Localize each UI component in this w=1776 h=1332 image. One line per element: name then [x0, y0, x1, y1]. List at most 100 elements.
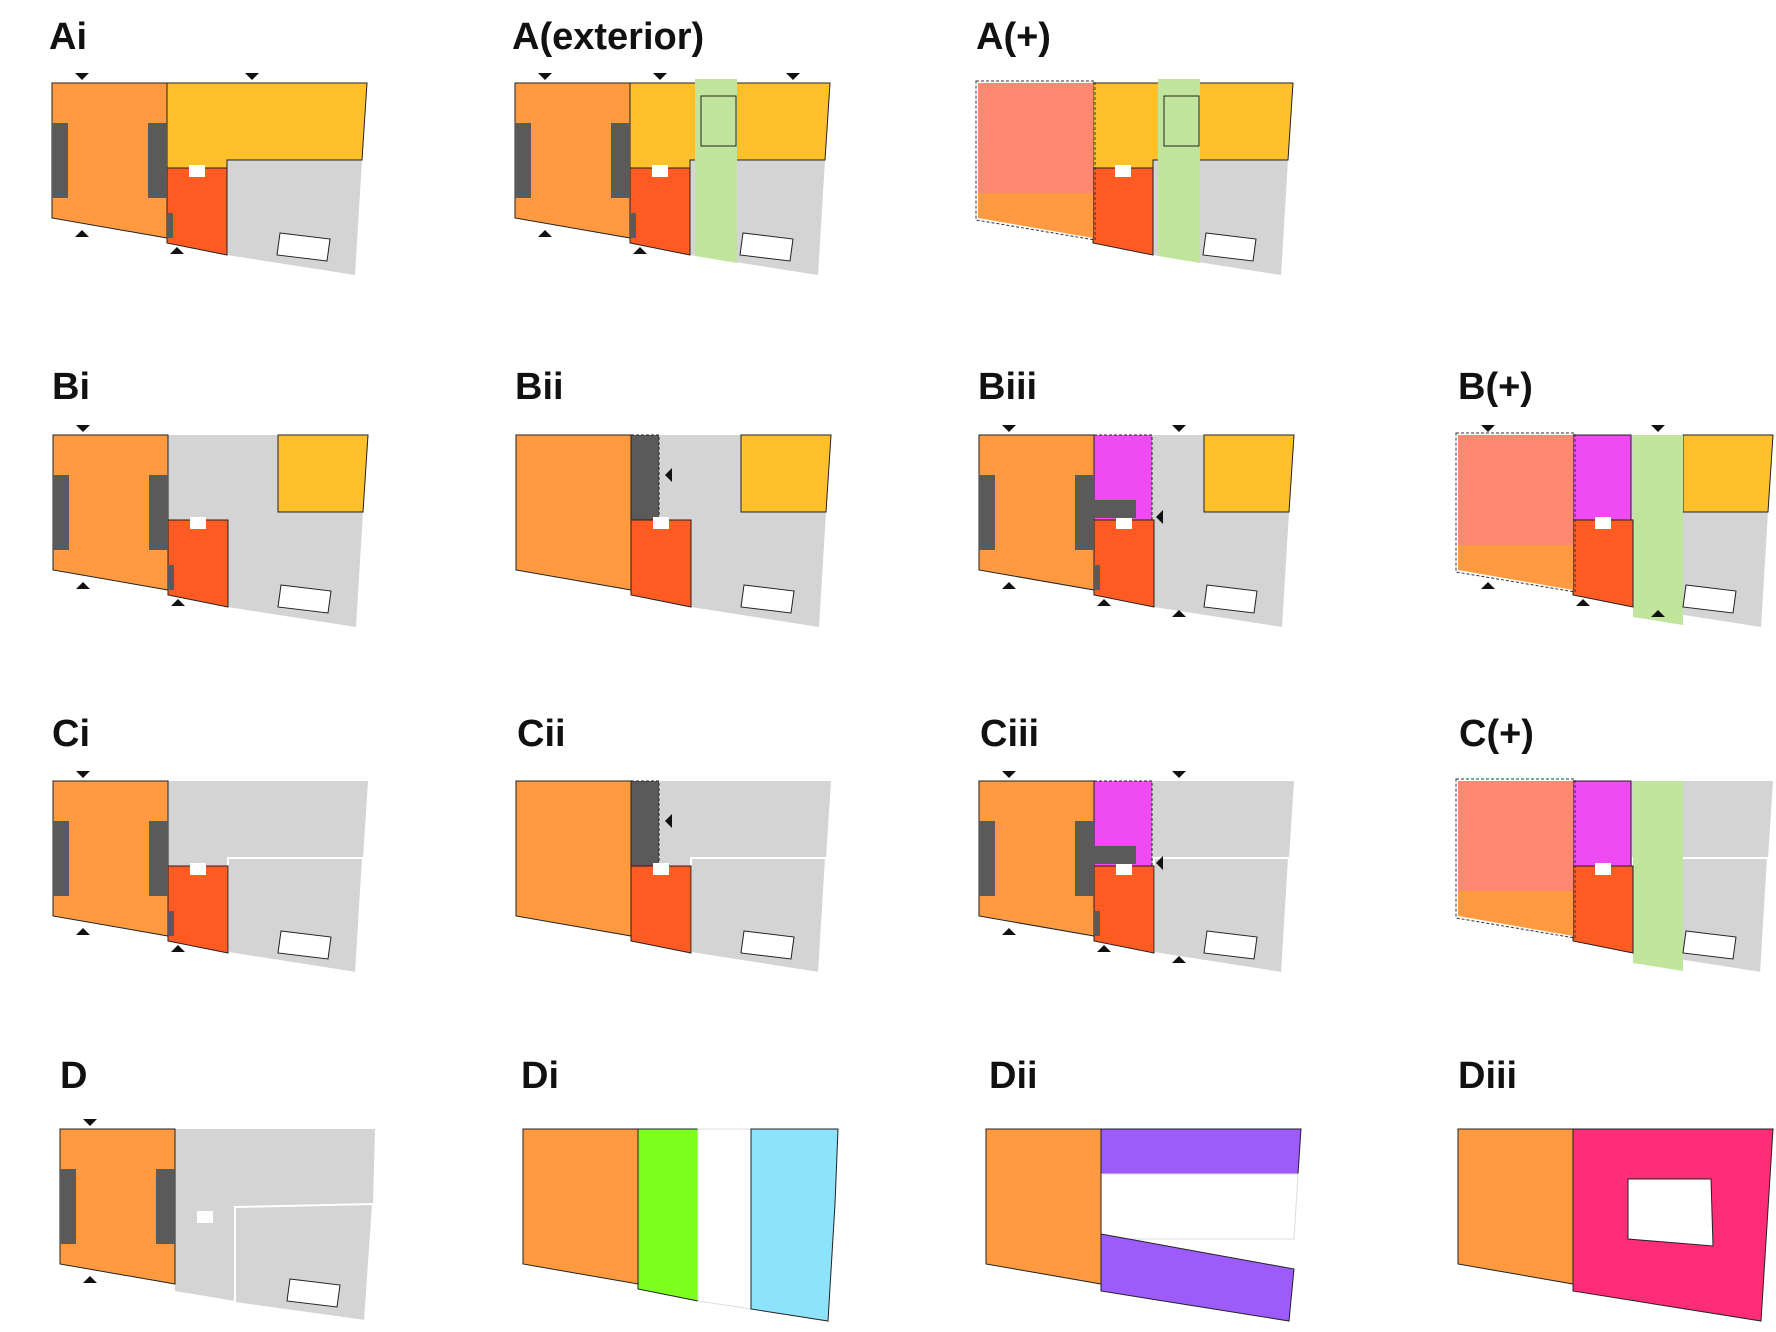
- main-room-highlight: [1458, 435, 1573, 545]
- gray-lower-area: [227, 160, 362, 275]
- entry-arrow-top-2: [1172, 425, 1186, 432]
- entry-arrow-bottom-2: [1172, 610, 1186, 617]
- green-zone: [637, 1128, 699, 1302]
- notch: [189, 165, 205, 177]
- purple-zone-bottom: [1100, 1233, 1295, 1322]
- courtyard-box: [1202, 232, 1257, 262]
- wall-block-left: [60, 1169, 76, 1244]
- green-strip: [1633, 435, 1683, 625]
- entry-arrow-top: [538, 73, 552, 80]
- dark-partition: [630, 780, 660, 867]
- wall-block-left: [979, 475, 995, 550]
- panel-label-biii: Biii: [978, 366, 1038, 408]
- cyan-zone: [750, 1128, 839, 1322]
- plan-biii: [978, 425, 1295, 627]
- gray-lower-area: [1154, 512, 1289, 627]
- yellow-wing: [740, 434, 832, 513]
- red-room: [166, 167, 228, 256]
- notch: [653, 863, 669, 875]
- notch: [1116, 863, 1132, 875]
- entry-arrow-red: [1576, 599, 1590, 606]
- entry-arrow-bottom: [1002, 928, 1016, 935]
- gray-lower-area: [228, 512, 363, 627]
- plan-dii: [985, 1128, 1302, 1322]
- dark-partition: [630, 434, 660, 521]
- courtyard-box: [276, 232, 331, 262]
- gray-lower-area: [691, 512, 826, 627]
- red-room: [630, 865, 692, 954]
- wall-block-left: [515, 123, 531, 198]
- panel-label-c-plus: C(+): [1459, 713, 1534, 755]
- entry-arrow-top: [76, 425, 90, 432]
- gray-lower-area: [227, 857, 365, 975]
- main-room: [522, 1128, 639, 1285]
- green-strip: [1633, 781, 1683, 971]
- entry-arrow-bottom: [538, 230, 552, 237]
- wall-block-left: [979, 821, 995, 896]
- central-void: [1627, 1178, 1714, 1247]
- panel-label-d: D: [60, 1055, 88, 1097]
- gray-upper-area: [168, 435, 278, 520]
- entry-arrow-bottom: [1481, 582, 1495, 589]
- main-room-lower: [1458, 545, 1573, 590]
- notch: [190, 863, 206, 875]
- wall-sliver: [167, 213, 173, 238]
- plan-cii: [515, 780, 831, 975]
- entry-arrow-red: [171, 945, 185, 952]
- red-room: [1572, 519, 1634, 608]
- courtyard-box: [1682, 930, 1737, 960]
- plan-a-exterior: [514, 73, 831, 275]
- notch: [1595, 517, 1611, 529]
- dashed-outline: [1455, 432, 1576, 593]
- courtyard-box: [740, 584, 795, 614]
- notch: [1115, 165, 1131, 177]
- entry-arrow-bottom: [83, 1276, 97, 1283]
- entry-arrow-top-2: [1651, 425, 1665, 432]
- main-room-highlight: [978, 83, 1093, 193]
- panel-label-ciii: Ciii: [980, 713, 1040, 755]
- panel-label-a-exterior: A(exterior): [512, 16, 705, 58]
- courtyard-box: [286, 1278, 341, 1308]
- panel-label-diii: Diii: [1458, 1055, 1518, 1097]
- red-room: [1093, 865, 1155, 954]
- entry-arrow-bottom: [76, 928, 90, 935]
- entry-arrow-top-3: [786, 73, 800, 80]
- entry-arrow-top-2: [1172, 771, 1186, 778]
- yellow-wing: [1682, 434, 1774, 513]
- main-room: [515, 780, 632, 937]
- notch: [1595, 863, 1611, 875]
- main-room: [515, 434, 632, 591]
- wall-block-right: [1075, 475, 1094, 550]
- plan-ci: [52, 771, 368, 975]
- arrow-left: [1156, 856, 1163, 870]
- gray-upper-area: [168, 781, 368, 866]
- wall-block-right: [148, 123, 167, 198]
- main-room-lower: [1458, 891, 1573, 936]
- green-box: [700, 95, 737, 147]
- entry-arrow-red: [171, 599, 185, 606]
- entry-arrow-red: [1097, 599, 1111, 606]
- yellow-wing: [166, 82, 368, 169]
- entry-arrow-top: [76, 771, 90, 778]
- wall-block-right: [611, 123, 630, 198]
- yellow-wing: [277, 434, 369, 513]
- main-room: [1457, 1128, 1574, 1285]
- entry-arrow-red: [170, 247, 184, 254]
- plan-c-plus: [1455, 778, 1773, 975]
- red-room: [167, 519, 229, 608]
- plan-di: [522, 1128, 839, 1322]
- gray-upper-area: [631, 781, 831, 866]
- courtyard-box: [1203, 584, 1258, 614]
- main-room-lower: [978, 193, 1093, 238]
- plan-d: [59, 1119, 375, 1323]
- red-room: [167, 865, 229, 954]
- entry-arrow-top: [1481, 425, 1495, 432]
- notch: [197, 1211, 213, 1223]
- wall-sliver: [1094, 911, 1100, 936]
- dark-bar: [1094, 500, 1136, 518]
- courtyard-box: [1203, 930, 1258, 960]
- dashed-outline: [975, 80, 1096, 241]
- panel-label-dii: Dii: [989, 1055, 1038, 1097]
- white-zone: [697, 1128, 752, 1310]
